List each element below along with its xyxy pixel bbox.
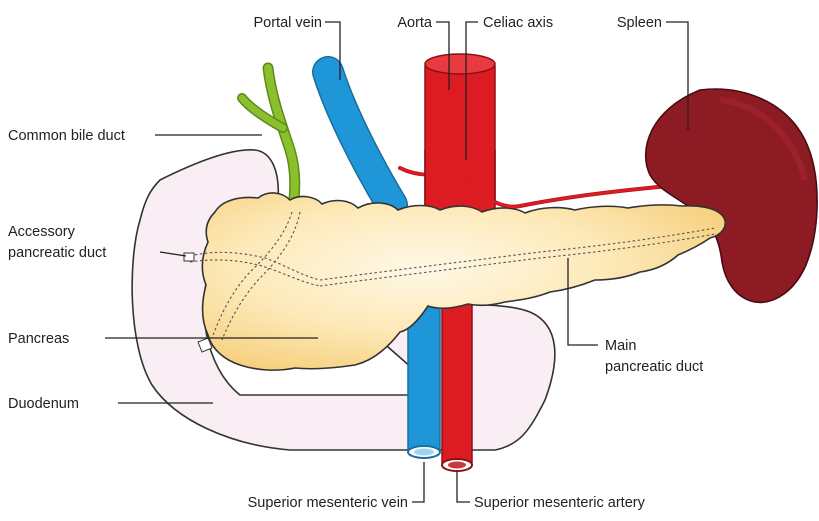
label-main-duct-line2: pancreatic duct <box>605 359 703 375</box>
spleen <box>646 89 817 302</box>
label-accessory-duct-line2: pancreatic duct <box>8 245 106 261</box>
label-spleen: Spleen <box>617 15 662 31</box>
label-superior-mesenteric-vein: Superior mesenteric vein <box>248 495 408 511</box>
label-common-bile-duct: Common bile duct <box>8 128 125 144</box>
label-celiac-axis: Celiac axis <box>483 15 553 31</box>
label-main-duct-line1: Main <box>605 338 636 354</box>
label-pancreas: Pancreas <box>8 331 69 347</box>
label-accessory-duct-line1: Accessory <box>8 224 76 240</box>
label-duodenum: Duodenum <box>8 396 79 412</box>
label-superior-mesenteric-artery: Superior mesenteric artery <box>474 495 646 511</box>
accessory-duct-opening <box>184 253 194 261</box>
superior-mesenteric-artery <box>442 300 472 465</box>
label-portal-vein: Portal vein <box>253 15 322 31</box>
label-aorta: Aorta <box>397 15 433 31</box>
